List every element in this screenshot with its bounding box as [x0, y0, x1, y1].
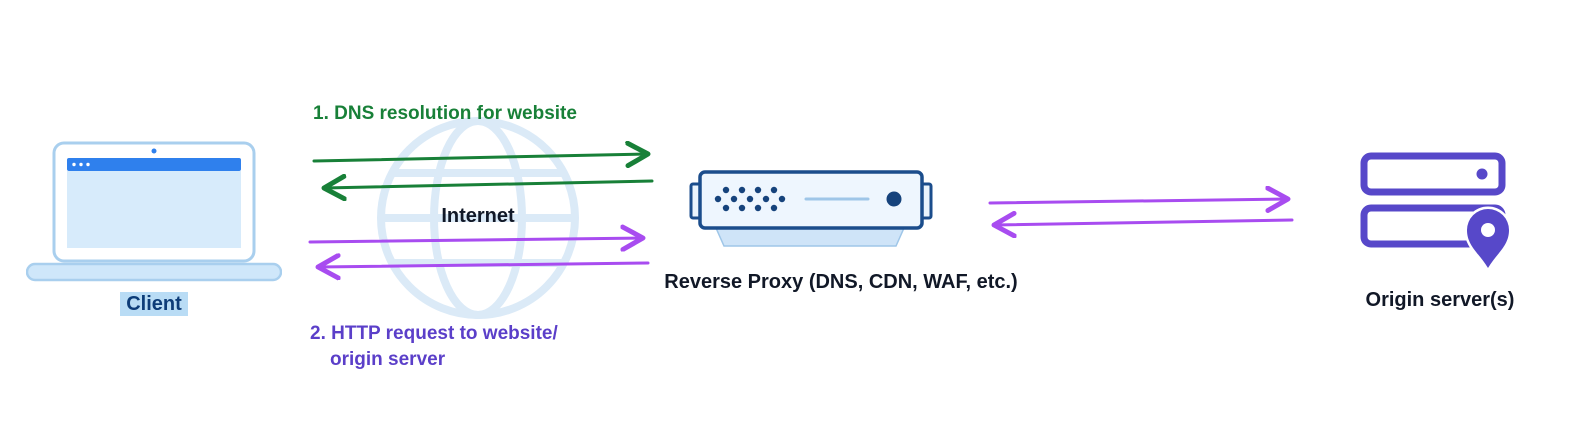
http-response-arrow [318, 263, 650, 267]
http-flow-label-line2: origin server [330, 349, 446, 370]
dns-request-arrow [312, 154, 648, 161]
origin-to-proxy-arrow [994, 220, 1294, 225]
http-request-arrow [308, 238, 643, 242]
client-label: Client [26, 292, 282, 316]
proxy-appliance-icon [686, 166, 936, 252]
http-flow-label-line1: 2. HTTP request to website/ [310, 323, 558, 344]
laptop-icon [26, 140, 282, 288]
reverse-proxy-label: Reverse Proxy (DNS, CDN, WAF, etc.) [664, 271, 1018, 293]
webcam-dot-icon [151, 148, 157, 154]
origin-server-label: Origin server(s) [1365, 289, 1515, 311]
dns-response-arrow [324, 181, 654, 188]
browser-titlebar-icon [67, 158, 241, 171]
http-flow-label: 2. HTTP request to website/ origin serve… [310, 321, 558, 373]
proxy-to-origin-arrow [988, 199, 1288, 203]
dot-matrix-icon [714, 186, 786, 212]
status-led-icon [886, 191, 902, 207]
location-pin-icon [1464, 206, 1512, 273]
internet-label: Internet [441, 205, 515, 227]
dns-flow-label: 1. DNS resolution for website [313, 103, 577, 124]
server-stack-icon [1358, 150, 1518, 276]
